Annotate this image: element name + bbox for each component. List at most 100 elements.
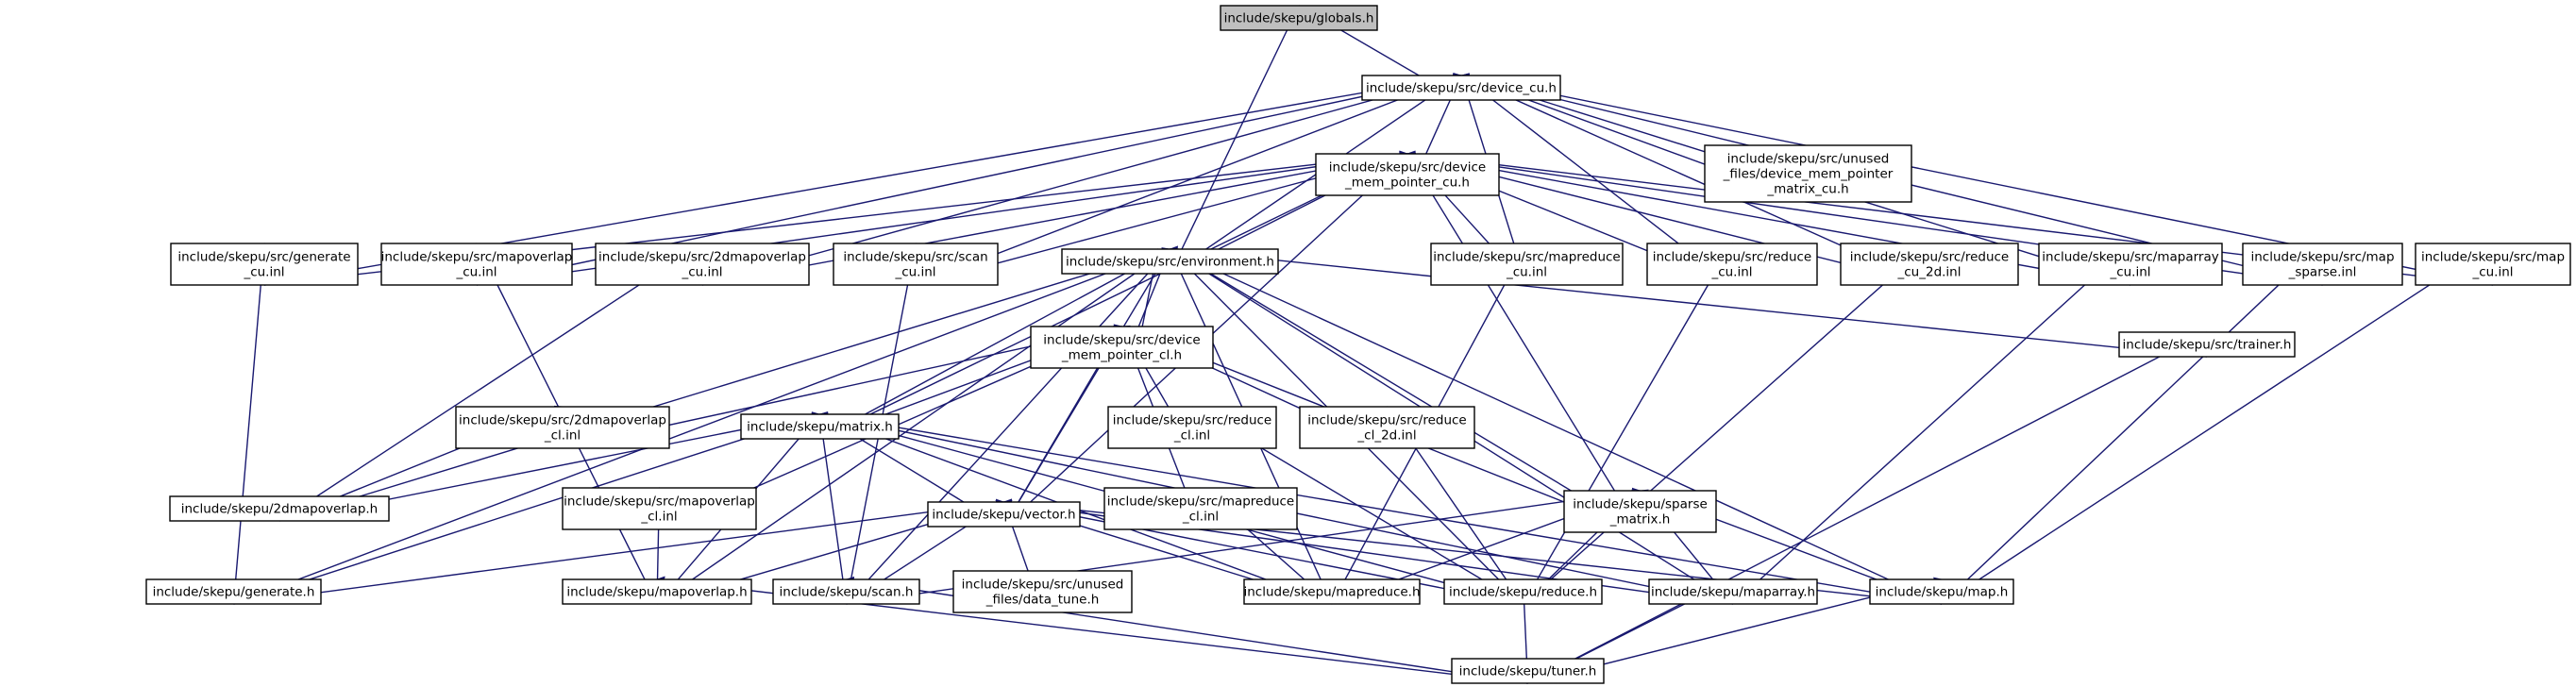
node-box — [1315, 153, 1500, 196]
edge-line — [845, 576, 1528, 684]
node-box — [380, 243, 573, 286]
node-label: include/skepu/mapoverlap.h — [566, 585, 747, 600]
node-unused_dmp[interactable]: include/skepu/src/unused_files/device_me… — [1704, 144, 1912, 203]
edge-vector-reduce_h — [1002, 499, 1524, 605]
node-mapreduce_cu[interactable]: include/skepu/src/mapreduce_cu.inl — [1430, 243, 1624, 286]
node-map_sparse[interactable]: include/skepu/src/map_sparse.inl — [2242, 243, 2403, 286]
edge-environment-matrix — [819, 248, 1171, 440]
node-sparse_matrix[interactable]: include/skepu/sparse_matrix.h — [1563, 490, 1717, 533]
node-matrix[interactable]: include/skepu/matrix.h — [740, 413, 900, 440]
edge-environment-2dmapoverlap_h — [278, 247, 1171, 522]
node-trainer[interactable]: include/skepu/src/trainer.h — [2118, 331, 2296, 358]
edge-environment-generate_h — [233, 247, 1171, 605]
edge-line — [233, 247, 1171, 605]
node-vector[interactable]: include/skepu/vector.h — [927, 501, 1081, 528]
node-label: include/skepu/globals.h — [1224, 11, 1374, 26]
node-label: _files/device_mem_pointer — [1723, 167, 1894, 182]
edge-line — [1169, 248, 1641, 533]
node-2dmapoverlap_cu[interactable]: include/skepu/src/2dmapoverlap_cu.inl — [595, 243, 810, 286]
edge-line — [1941, 243, 2494, 605]
node-dmp_cl[interactable]: include/skepu/src/device_mem_pointer_cl.… — [1030, 326, 1214, 369]
node-box — [927, 501, 1081, 528]
node-reduce_cu_2d[interactable]: include/skepu/src/reduce_cu_2d.inl — [1840, 243, 2019, 286]
edge-line — [1169, 248, 1943, 605]
node-dmp_cu[interactable]: include/skepu/src/device_mem_pointer_cu.… — [1315, 153, 1500, 196]
node-box — [1648, 578, 1818, 605]
edge-line — [233, 412, 821, 605]
edge-line — [1169, 5, 1300, 275]
node-environment[interactable]: include/skepu/src/environment.h — [1061, 248, 1279, 275]
node-label: _cu.inl — [2471, 265, 2513, 280]
node-2dmapoverlap_cl[interactable]: include/skepu/src/2dmapoverlap_cl.inl — [455, 406, 670, 449]
node-map_h[interactable]: include/skepu/map.h — [1869, 578, 2014, 605]
node-maparray_h[interactable]: include/skepu/maparray.h — [1648, 578, 1818, 605]
node-label: include/skepu/src/2dmapoverlap — [598, 250, 806, 265]
node-label: include/skepu/src/unused — [962, 578, 1124, 593]
node-label: include/skepu/sparse — [1573, 497, 1708, 512]
node-label: _cl.inl — [640, 510, 677, 525]
node-label: include/skepu/src/mapreduce — [1433, 250, 1620, 265]
node-maparray_cu[interactable]: include/skepu/src/maparray_cu.inl — [2038, 243, 2223, 286]
edge-matrix-map_h — [818, 411, 1943, 605]
node-box — [1103, 487, 1298, 530]
node-reduce_cu[interactable]: include/skepu/src/reduce_cu.inl — [1646, 243, 1818, 286]
node-scan_cu[interactable]: include/skepu/src/scan_cu.inl — [833, 243, 999, 286]
node-label: include/skepu/scan.h — [780, 585, 914, 600]
edge-line — [818, 411, 1943, 605]
edge-line — [1406, 153, 1642, 533]
edge-line — [845, 248, 1171, 605]
edge-line — [1941, 243, 2324, 605]
node-label: include/skepu/src/2dmapoverlap — [459, 413, 666, 428]
node-box — [1107, 406, 1277, 449]
node-label: include/skepu/src/device — [1043, 333, 1200, 348]
node-box — [1840, 243, 2019, 286]
edge-environment-map_h — [1169, 248, 1943, 605]
node-mapoverlap_cu[interactable]: include/skepu/src/mapoverlap_cu.inl — [380, 243, 573, 286]
node-box — [772, 578, 920, 605]
node-reduce_cl[interactable]: include/skepu/src/reduce_cl.inl — [1107, 406, 1277, 449]
node-mapreduce_h[interactable]: include/skepu/mapreduce.h — [1243, 578, 1421, 605]
node-reduce_h[interactable]: include/skepu/reduce.h — [1443, 578, 1603, 605]
node-label: include/skepu/src/map — [2421, 250, 2565, 265]
node-tuner[interactable]: include/skepu/tuner.h — [1451, 658, 1605, 684]
node-label: _files/data_tune.h — [985, 593, 1100, 608]
node-box — [2118, 331, 2296, 358]
edge-line — [656, 248, 1171, 605]
node-mapreduce_cl[interactable]: include/skepu/src/mapreduce_cl.inl — [1103, 487, 1298, 530]
node-label: include/skepu/src/reduce — [1850, 250, 2009, 265]
node-2dmapoverlap_h[interactable]: include/skepu/2dmapoverlap.h — [169, 495, 390, 522]
edge-environment-mapoverlap_h — [656, 248, 1171, 605]
node-label: _cu.inl — [681, 265, 722, 280]
edge-line — [233, 498, 1005, 605]
node-box — [169, 495, 390, 522]
node-globals[interactable]: include/skepu/globals.h — [1220, 5, 1378, 31]
edge-line — [915, 74, 1462, 286]
node-reduce_cl_2d[interactable]: include/skepu/src/reduce_cl_2d.inl — [1299, 406, 1475, 449]
edge-scan_h-tuner — [845, 576, 1528, 684]
node-scan_h[interactable]: include/skepu/scan.h — [772, 578, 920, 605]
node-device_cu[interactable]: include/skepu/src/device_cu.h — [1361, 75, 1561, 101]
node-mapoverlap_h[interactable]: include/skepu/mapoverlap.h — [562, 578, 752, 605]
node-box — [833, 243, 999, 286]
node-box — [1563, 490, 1717, 533]
node-label: include/skepu/maparray.h — [1651, 585, 1815, 600]
node-label: include/skepu/src/map — [2250, 250, 2394, 265]
node-generate_h[interactable]: include/skepu/generate.h — [145, 578, 322, 605]
node-box — [1299, 406, 1475, 449]
node-label: include/skepu/reduce.h — [1449, 585, 1597, 600]
node-box — [1361, 75, 1561, 101]
node-map_cu[interactable]: include/skepu/src/map_cu.inl — [2415, 243, 2571, 286]
node-label: include/skepu/tuner.h — [1459, 664, 1597, 679]
node-mapoverlap_cl[interactable]: include/skepu/src/mapoverlap_cl.inl — [562, 487, 757, 530]
edge-line — [701, 73, 1462, 286]
node-label: include/skepu/src/environment.h — [1066, 255, 1274, 270]
node-label: include/skepu/src/trainer.h — [2123, 338, 2292, 353]
edge-line — [819, 153, 1408, 440]
node-label: _mem_pointer_cu.h — [1344, 176, 1470, 191]
node-label: include/skepu/src/device — [1329, 160, 1486, 176]
node-unused_data_tune[interactable]: include/skepu/src/unused_files/data_tune… — [952, 570, 1133, 613]
node-label: include/skepu/src/reduce — [1307, 413, 1466, 428]
node-box — [1451, 658, 1605, 684]
node-box — [595, 243, 810, 286]
node-generate_cu[interactable]: include/skepu/src/generate_cu.inl — [170, 243, 359, 286]
